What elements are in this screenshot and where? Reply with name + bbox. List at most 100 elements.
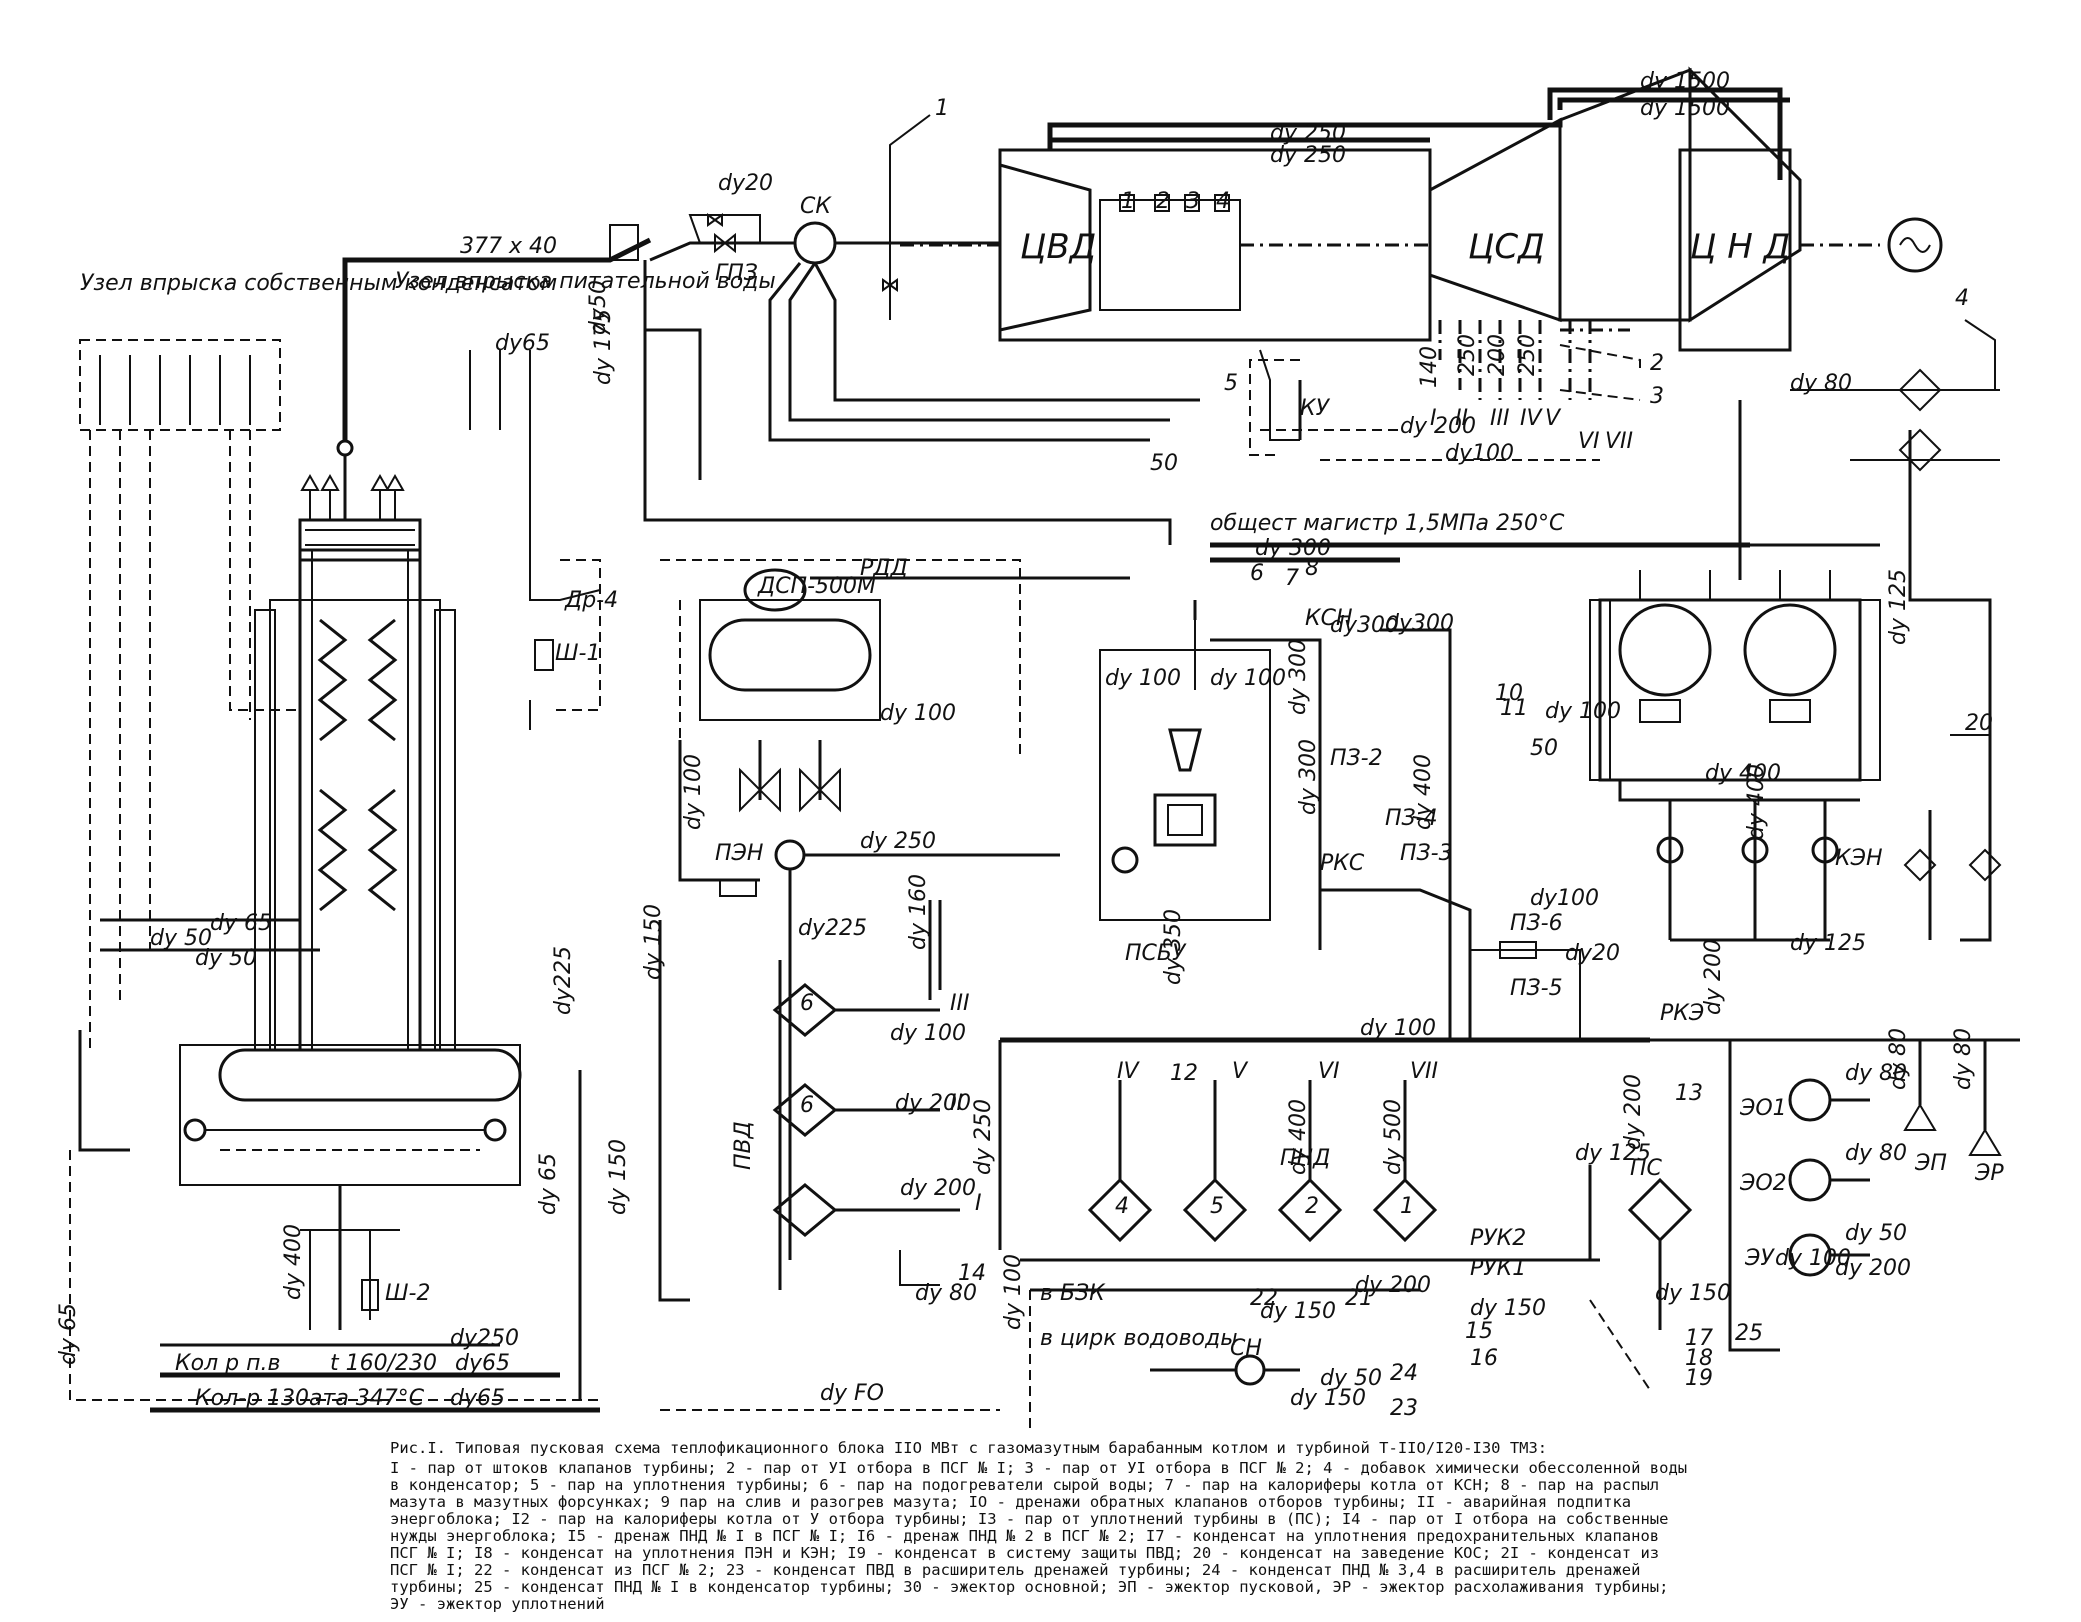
ejectors: ЭО1 ЭО2 ЭУ dy 80 dy 80 dy 50 dy 200 dy 1… [1650, 939, 2020, 1352]
svg-text:dy250: dy250 [450, 1326, 519, 1351]
svg-text:dy 1500: dy 1500 [1640, 96, 1730, 121]
svg-text:3: 3 [1186, 189, 1200, 214]
svg-text:5: 5 [1224, 371, 1238, 396]
svg-text:в БЗК: в БЗК [1040, 1281, 1106, 1306]
svg-text:dy 300: dy 300 [1255, 536, 1331, 561]
svg-text:4: 4 [1216, 189, 1230, 214]
svg-text:dy100: dy100 [1530, 886, 1599, 911]
svg-text:dy 125: dy 125 [1575, 1141, 1651, 1166]
hp-label: ЦВД [1020, 227, 1096, 267]
psbu: dy 100 dy 100 ПСБУ dy 300 dy 300 dy 350 [1099, 600, 1321, 985]
svg-text:dy 500: dy 500 [1381, 1099, 1406, 1175]
svg-text:dy225: dy225 [798, 916, 867, 941]
svg-text:dy100: dy100 [1445, 441, 1514, 466]
svg-text:dy 100: dy 100 [880, 701, 956, 726]
svg-text:dy 150: dy 150 [1470, 1296, 1546, 1321]
svg-text:КУ: КУ [1300, 396, 1331, 421]
svg-text:ПЗ-3: ПЗ-3 [1400, 841, 1453, 866]
svg-text:II: II [1455, 406, 1468, 431]
svg-text:IV: IV [1520, 406, 1543, 431]
svg-text:dy 200: dy 200 [895, 1091, 971, 1116]
svg-text:ПСБУ: ПСБУ [1125, 941, 1187, 966]
svg-text:25: 25 [1735, 1321, 1763, 1346]
svg-text:dy 400: dy 400 [1744, 764, 1769, 840]
svg-text:IV: IV [1117, 1059, 1140, 1084]
svg-text:ПЗ-6: ПЗ-6 [1510, 911, 1563, 936]
svg-text:dy300: dy300 [1330, 613, 1399, 638]
svg-text:10: 10 [1495, 681, 1523, 706]
svg-text:dy 150: dy 150 [1655, 1281, 1731, 1306]
svg-text:Узел впрыска собственным конде: Узел впрыска собственным конденсатом [80, 271, 557, 296]
svg-text:6: 6 [800, 1093, 814, 1118]
svg-text:dy 250: dy 250 [1270, 143, 1346, 168]
svg-text:4: 4 [1115, 1194, 1129, 1219]
pen: ПЭН dy 250 dy225 [715, 829, 1060, 960]
svg-text:dy 50: dy 50 [195, 946, 257, 971]
svg-text:dy65: dy65 [450, 1386, 505, 1411]
svg-text:ЭП: ЭП [1914, 1151, 1947, 1176]
svg-text:8: 8 [1305, 556, 1319, 581]
ku-group: КУ 5 [1224, 349, 1331, 456]
svg-text:dy 250: dy 250 [971, 1099, 996, 1175]
svg-text:dy 400: dy 400 [1411, 754, 1436, 830]
svg-text:250: 250 [1515, 334, 1540, 376]
pnd-heaters: 4 5 2 1 ПНД ПС IV V VI VII 12 dy 400 dy … [971, 1040, 1763, 1430]
ip-cylinder [1428, 117, 1562, 323]
svg-text:15: 15 [1465, 1319, 1493, 1344]
svg-text:СН: СН [1230, 1336, 1262, 1361]
svg-text:dy 160: dy 160 [906, 874, 931, 950]
svg-text:50: 50 [1150, 451, 1178, 476]
svg-text:dy 65: dy 65 [536, 1153, 561, 1215]
svg-text:II: II [950, 1091, 963, 1116]
ken-pumps: КЭН dy 400 dy 125 [1656, 764, 1883, 956]
svg-text:VI: VI [1578, 429, 1600, 454]
svg-text:23: 23 [1390, 1396, 1418, 1421]
svg-text:dy 100: dy 100 [1775, 1246, 1851, 1271]
svg-text:24: 24 [1390, 1361, 1418, 1386]
svg-text:dy 100: dy 100 [1210, 666, 1286, 691]
svg-text:dy 100: dy 100 [890, 1021, 966, 1046]
svg-text:ПЗ-5: ПЗ-5 [1510, 976, 1563, 1001]
svg-text:Кол р п.в: Кол р п.в [175, 1351, 280, 1376]
svg-text:dy 200: dy 200 [1835, 1256, 1911, 1281]
injection-nodes: Узел впрыска собственным конденсатом Узе… [79, 269, 776, 1050]
svg-text:50: 50 [1530, 736, 1558, 761]
svg-text:ПЗ-2: ПЗ-2 [1330, 746, 1383, 771]
svg-text:dy 100: dy 100 [1360, 1016, 1436, 1041]
svg-text:Ш-2: Ш-2 [385, 1281, 430, 1306]
svg-text:КЭН: КЭН [1835, 846, 1883, 871]
svg-text:4: 4 [1955, 286, 1969, 311]
boiler: 377 x 40 dy 175 dy50 [179, 224, 1172, 1186]
svg-text:dy 125: dy 125 [1886, 569, 1911, 645]
svg-text:dy300: dy300 [1385, 611, 1454, 636]
svg-text:РУК2: РУК2 [1470, 1226, 1526, 1251]
svg-text:13: 13 [1675, 1081, 1703, 1106]
svg-text:ЭО1: ЭО1 [1739, 1096, 1787, 1121]
svg-text:20: 20 [1965, 711, 1993, 736]
svg-text:dy 80: dy 80 [1951, 1028, 1976, 1090]
svg-text:7: 7 [1285, 566, 1299, 591]
svg-text:17: 17 [1685, 1326, 1713, 1351]
pvd-group: 6 6 ПВД III II I dy 100 dy 200 dy 200 dy… [731, 874, 986, 1306]
svg-text:ПЗ-4: ПЗ-4 [1385, 806, 1438, 831]
condenser: dy 400 [1570, 543, 1881, 802]
svg-text:140: 140 [1417, 346, 1442, 388]
svg-text:Ш-1: Ш-1 [555, 641, 600, 666]
svg-text:250: 250 [1455, 334, 1480, 376]
svg-text:dy 100: dy 100 [1001, 1254, 1026, 1330]
svg-text:ПЭН: ПЭН [715, 841, 763, 866]
svg-text:6: 6 [1250, 561, 1264, 586]
svg-text:200: 200 [1485, 334, 1510, 376]
svg-text:dy 400: dy 400 [1705, 761, 1781, 786]
svg-text:2: 2 [1156, 189, 1170, 214]
svg-text:dy 400: dy 400 [1286, 1099, 1311, 1175]
svg-text:19: 19 [1685, 1366, 1713, 1391]
svg-text:dy 100: dy 100 [1105, 666, 1181, 691]
svg-text:ГПЗ: ГПЗ [715, 261, 758, 286]
svg-text:dy 300: dy 300 [1296, 739, 1321, 815]
svg-text:Узел впрыска питательной воды: Узел впрыска питательной воды [395, 269, 776, 294]
svg-text:dy 50: dy 50 [1320, 1366, 1382, 1391]
sh2-group: Ш-2 dy 400 [281, 1185, 430, 1330]
svg-text:dy 80: dy 80 [1790, 371, 1852, 396]
svg-text:ЭУ: ЭУ [1744, 1246, 1775, 1271]
